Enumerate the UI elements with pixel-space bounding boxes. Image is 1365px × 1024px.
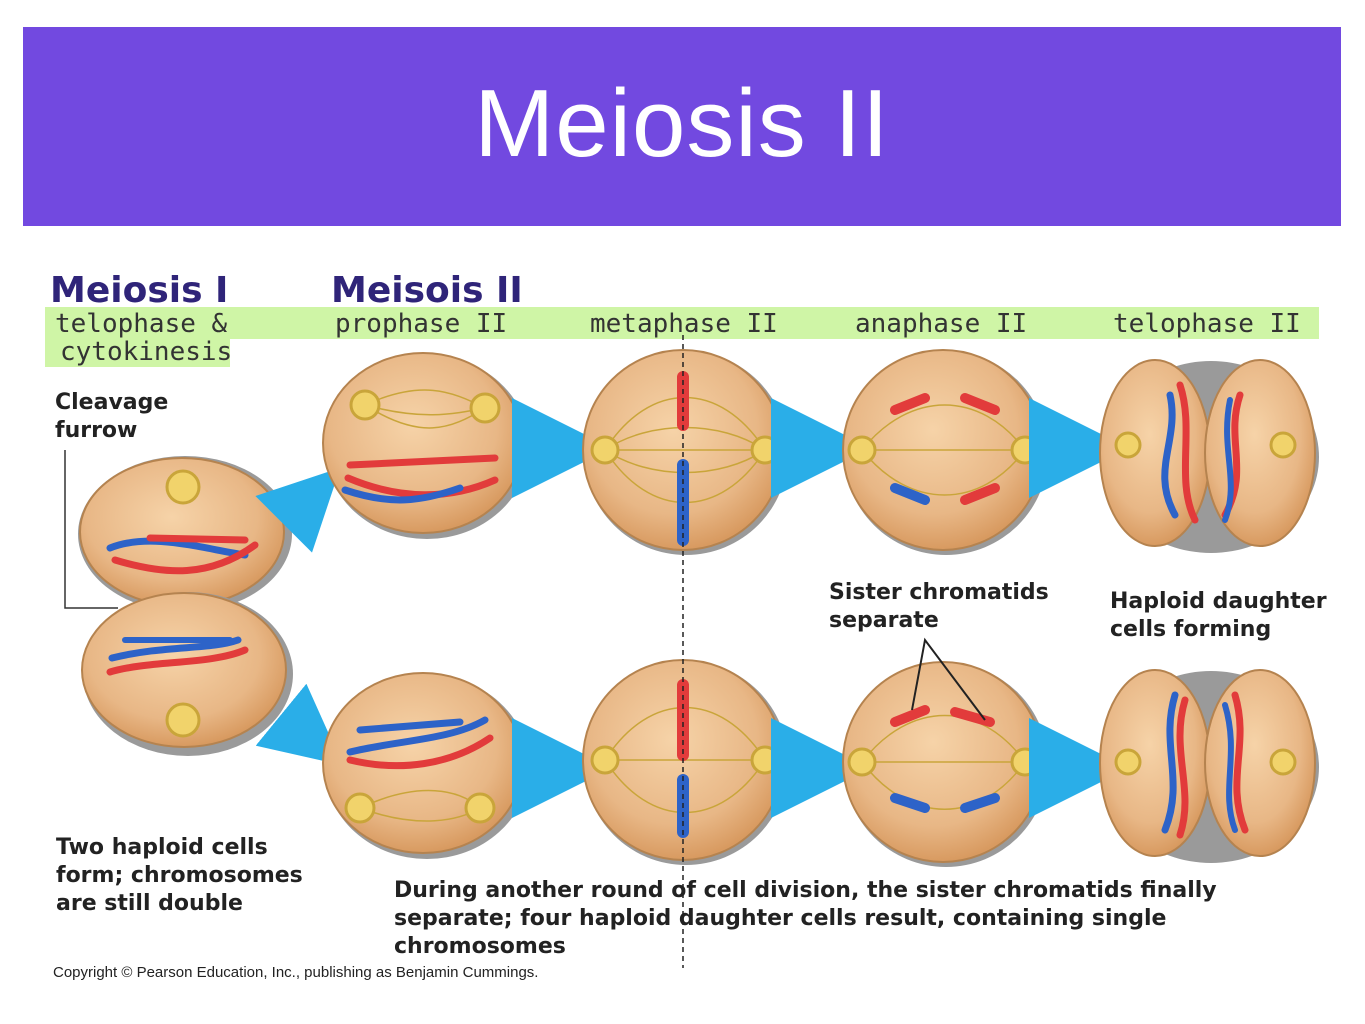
heading-meiosis-ii: Meisois II	[331, 270, 523, 311]
arrow-icon	[255, 467, 341, 553]
label-two-haploid-3: are still double	[56, 891, 243, 916]
centrosome-icon	[1114, 431, 1142, 459]
telophase-ii-bottom-cell	[1099, 669, 1319, 863]
cleavage-pointer-line	[64, 450, 118, 609]
stage-telophase-i-line1: telophase &	[55, 309, 228, 339]
stage-prophase-ii: prophase II	[335, 309, 508, 339]
title-banner: Meiosis II	[23, 27, 1341, 226]
centrosome-icon	[590, 435, 620, 465]
caption-line-2: separate; four haploid daughter cells re…	[394, 906, 1167, 931]
stage-bar	[45, 307, 1319, 339]
stage-telophase-ii: telophase II	[1113, 309, 1301, 339]
centrosome-icon	[590, 745, 620, 775]
page-title: Meiosis II	[474, 69, 890, 177]
sister-chromatids-pointer	[911, 637, 986, 721]
label-cleavage-furrow-1: Cleavage	[55, 390, 169, 415]
centrosome-icon	[165, 469, 201, 505]
centrosome-icon	[847, 435, 877, 465]
label-cleavage-furrow-2: furrow	[55, 418, 138, 443]
stage-anaphase-ii: anaphase II	[855, 309, 1028, 339]
prophase-ii-top-cell	[322, 352, 529, 539]
label-two-haploid-1: Two haploid cells	[56, 835, 268, 860]
label-haploid-daughter-1: Haploid daughter	[1110, 589, 1327, 614]
stage-bar-extension	[45, 339, 230, 367]
copyright-notice: Copyright © Pearson Education, Inc., pub…	[53, 964, 539, 981]
centrosome-icon	[1010, 435, 1040, 465]
centrosome-icon	[847, 747, 877, 777]
label-sister-chromatids-1: Sister chromatids	[829, 580, 1049, 605]
centrosome-icon	[469, 392, 501, 424]
centrosome-icon	[1010, 747, 1040, 777]
centrosome-icon	[1269, 431, 1297, 459]
stage-metaphase-ii: metaphase II	[590, 309, 778, 339]
centrosome-icon	[750, 745, 780, 775]
label-sister-chromatids-2: separate	[829, 608, 939, 633]
stage-telophase-i-line2: cytokinesis	[60, 337, 233, 367]
arrow-icon	[255, 683, 343, 766]
heading-meiosis-i: Meiosis I	[50, 270, 229, 311]
caption-line-3: chromosomes	[394, 934, 566, 959]
centrosome-icon	[344, 792, 376, 824]
metaphase-ii-top-cell	[582, 349, 788, 555]
anaphase-ii-bottom-cell	[842, 661, 1048, 867]
metaphase-ii-bottom-cell	[582, 659, 788, 865]
telophase-i-bottom-cell	[81, 592, 293, 756]
centrosome-icon	[1114, 748, 1142, 776]
centrosome-icon	[1269, 748, 1297, 776]
telophase-i-top-cell	[78, 456, 292, 612]
centrosome-icon	[165, 702, 201, 738]
prophase-ii-bottom-cell	[322, 672, 529, 859]
label-two-haploid-2: form; chromosomes	[56, 863, 303, 888]
telophase-ii-top-cell	[1099, 359, 1319, 553]
centrosome-icon	[750, 435, 780, 465]
caption-line-1: During another round of cell division, t…	[394, 878, 1217, 903]
anaphase-ii-top-cell	[842, 349, 1048, 555]
label-haploid-daughter-2: cells forming	[1110, 617, 1272, 642]
centrosome-icon	[349, 389, 381, 421]
centrosome-icon	[464, 792, 496, 824]
